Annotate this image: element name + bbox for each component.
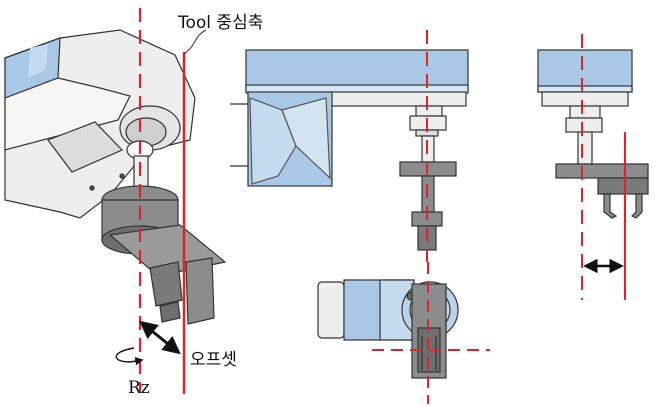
perspective-view xyxy=(4,8,227,394)
gripper-perspective xyxy=(101,185,227,325)
gripper-right xyxy=(555,163,649,219)
tool-center-axis-label: Tool 중심축 xyxy=(178,13,264,33)
top-view xyxy=(317,262,490,404)
offset-arrow xyxy=(139,320,181,355)
robot-arm-side xyxy=(230,49,469,187)
rotation-rz-label: Rz xyxy=(128,378,150,398)
offset-label: 오프셋 xyxy=(190,350,237,370)
side-view xyxy=(230,30,469,262)
robot-arm-right xyxy=(537,49,633,165)
rotation-arrow xyxy=(115,347,144,366)
tool-axis-leader-line xyxy=(183,29,207,55)
offset-side-view xyxy=(537,34,649,300)
